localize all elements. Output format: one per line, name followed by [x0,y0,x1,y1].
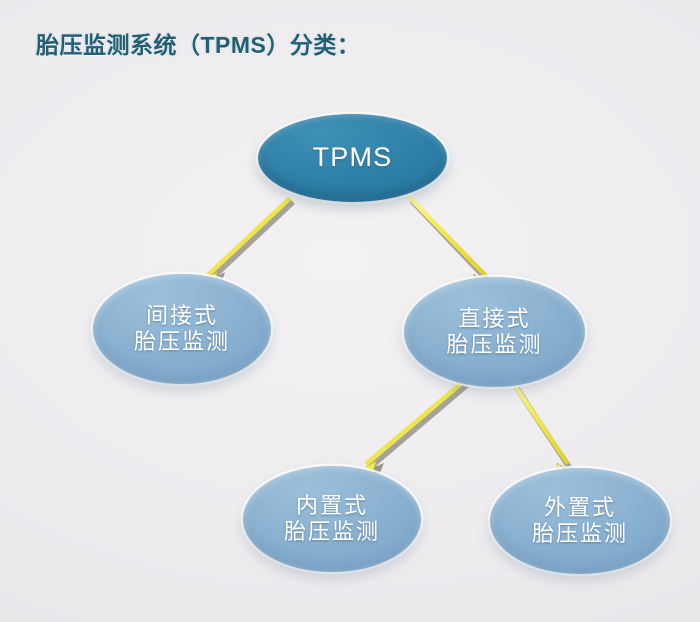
node-external-label: 外置式 胎压监测 [531,495,628,546]
node-indirect[interactable]: 间接式 胎压监测 [93,274,271,384]
node-direct[interactable]: 直接式 胎压监测 [404,277,585,387]
arrow-direct-to-internal [351,379,469,482]
node-indirect-label: 间接式 胎压监测 [133,303,230,354]
node-internal-label: 内置式 胎压监测 [283,493,380,544]
node-external[interactable]: 外置式 胎压监测 [490,468,670,574]
arrow-direct-to-external [511,381,576,483]
node-internal[interactable]: 内置式 胎压监测 [243,466,421,572]
node-direct-label: 直接式 胎压监测 [446,306,543,357]
node-tpms[interactable]: TPMS [258,114,447,202]
node-tpms-label: TPMS [312,142,393,173]
page-title: 胎压监测系统（TPMS）分类： [36,32,361,58]
